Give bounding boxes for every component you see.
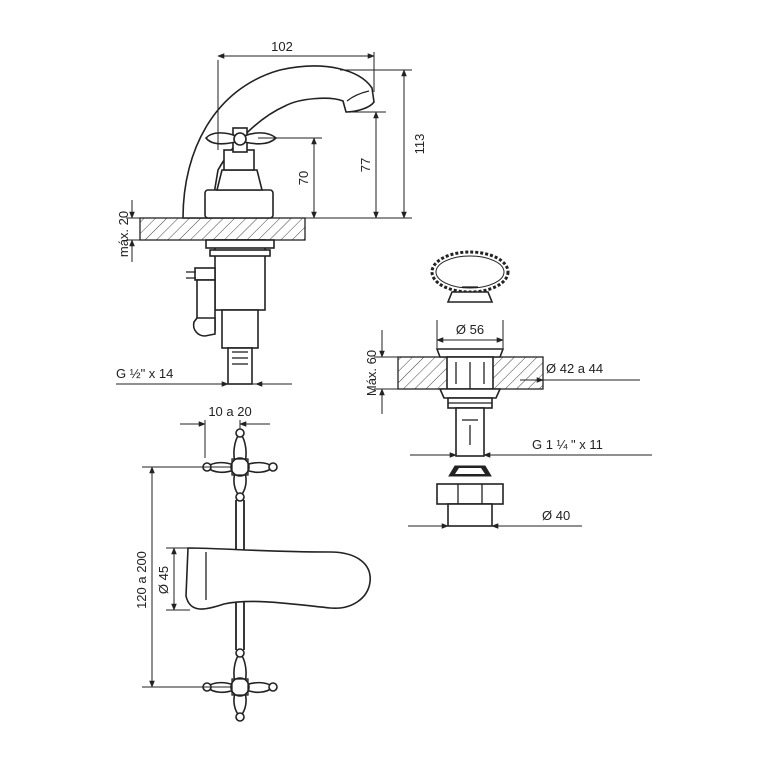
faucet-side-view: 102 113 77 70 máx. 20 G ½" x 14 xyxy=(116,39,427,387)
faucet-top-view: 10 a 20 xyxy=(134,404,371,722)
spout-top xyxy=(185,547,371,610)
drain-assembly: Ø 56 Máx. 60 Ø 42 a 44 xyxy=(364,250,652,529)
spout xyxy=(182,65,375,219)
dim-diameter-56: Ø 56 xyxy=(456,322,484,337)
dim-diameter-40: Ø 40 xyxy=(542,508,570,523)
dim-height-70: 70 xyxy=(296,171,311,185)
valve-body xyxy=(204,189,274,219)
cross-handle-bottom xyxy=(202,648,278,722)
dim-diameter-42-44: Ø 42 a 44 xyxy=(546,361,603,376)
supply-pipe xyxy=(227,347,253,385)
dim-offset-10-20: 10 a 20 xyxy=(208,404,251,419)
drain-plug xyxy=(446,291,494,303)
dim-max-20: máx. 20 xyxy=(116,211,131,257)
drain-nut xyxy=(436,483,504,505)
dim-thread-1-1-4: G 1 ¼ " x 11 xyxy=(532,437,603,452)
dim-height-77: 77 xyxy=(358,158,373,172)
cross-handle-top xyxy=(202,428,278,502)
dim-spacing-120-200: 120 a 200 xyxy=(134,551,149,609)
cross-handle-side xyxy=(204,127,278,153)
dim-thread-half: G ½" x 14 xyxy=(116,366,173,381)
dim-diameter-45: Ø 45 xyxy=(156,566,171,594)
dim-height-113: 113 xyxy=(412,134,427,155)
counter-slab-left xyxy=(139,217,306,241)
chain-icon xyxy=(430,250,510,294)
dim-max-60: Máx. 60 xyxy=(364,350,379,396)
dim-width-102: 102 xyxy=(271,39,293,54)
